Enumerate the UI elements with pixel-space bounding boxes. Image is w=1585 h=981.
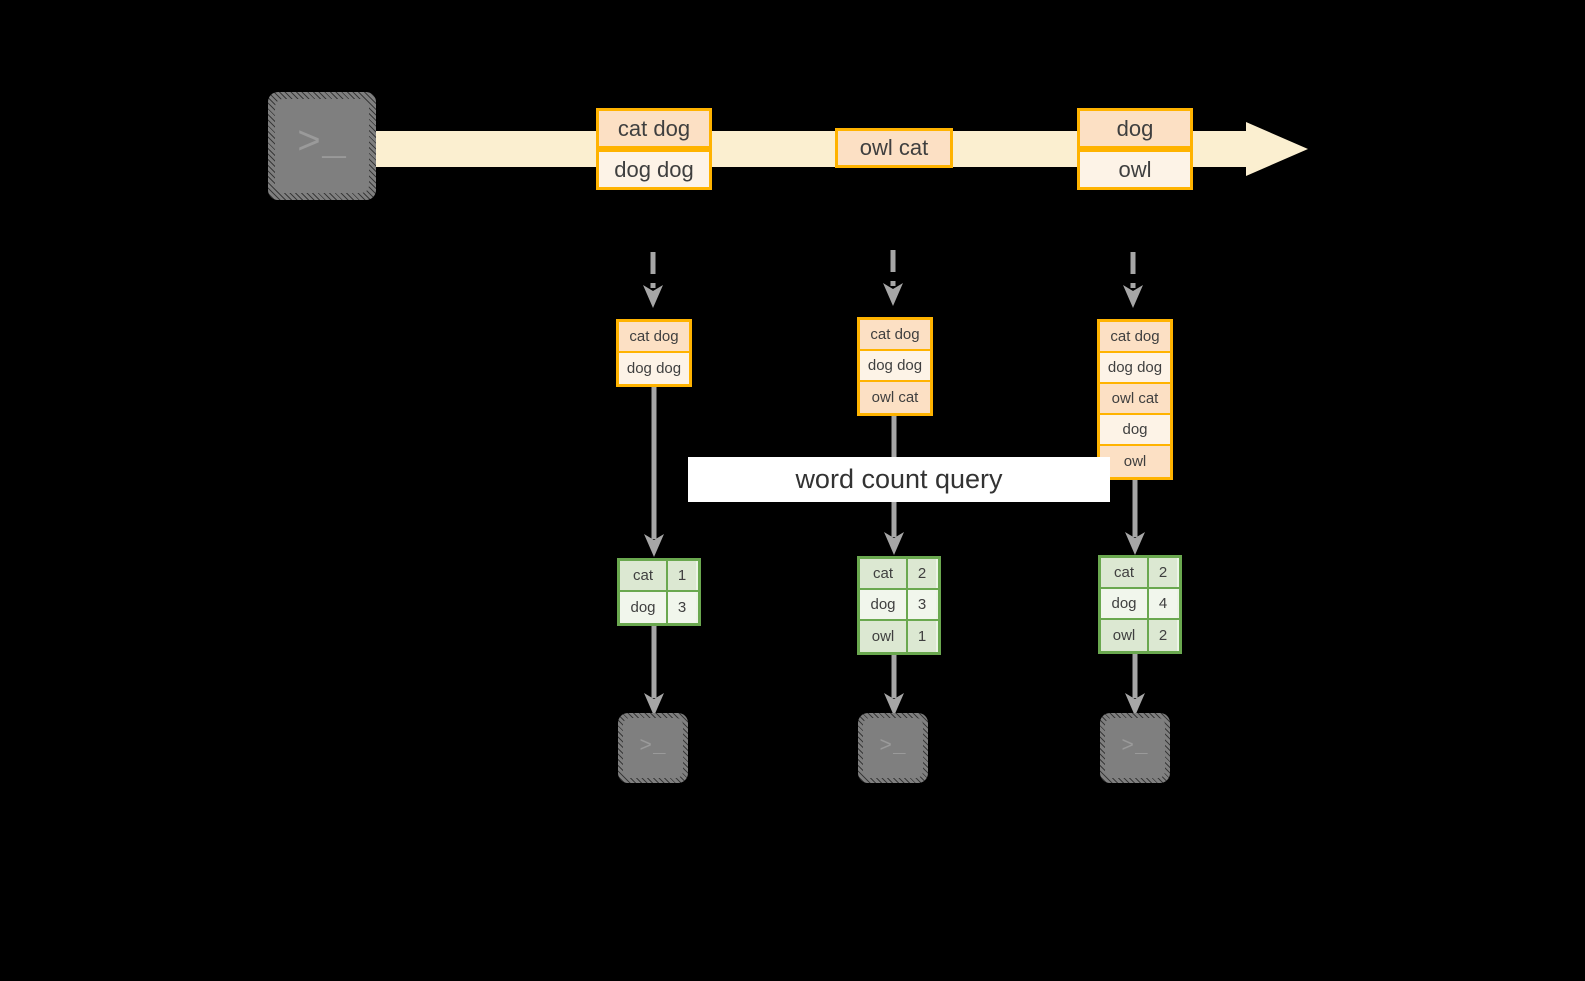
result-word-cell: owl (1101, 620, 1149, 651)
sink-terminal-icon-2[interactable]: >_ (858, 713, 928, 783)
terminal-prompt-glyph: >_ (879, 735, 907, 759)
result-word-cell: cat (620, 561, 668, 590)
dashed-arrow-down-icon-2 (881, 250, 905, 308)
table-row: dog 3 (620, 592, 698, 623)
table-row: cat 2 (860, 559, 938, 590)
snapshot-1-input-row-1: cat dog (619, 322, 689, 353)
source-terminal-icon[interactable]: >_ (268, 92, 376, 200)
query-banner: word count query (688, 457, 1110, 502)
snapshot-3-input-row-2: dog dog (1100, 353, 1170, 384)
sink-terminal-icon-1[interactable]: >_ (618, 713, 688, 783)
table-row: owl 1 (860, 621, 938, 652)
stream-record-1-line-1: cat dog (596, 108, 712, 149)
result-count-cell: 4 (1149, 589, 1177, 618)
snapshot-3-input-table: cat dog dog dog owl cat dog owl (1097, 319, 1173, 480)
terminal-screen: >_ (863, 718, 923, 778)
result-word-cell: dog (860, 590, 908, 619)
flow-arrow-down-icon-1b (643, 626, 665, 718)
flow-arrow-down-icon-3b (1124, 654, 1146, 718)
snapshot-2-result-table: cat 2 dog 3 owl 1 (857, 556, 941, 655)
snapshot-3-input-row-1: cat dog (1100, 322, 1170, 353)
snapshot-2-input-row-3: owl cat (860, 382, 930, 413)
snapshot-2-input-row-1: cat dog (860, 320, 930, 351)
flow-arrow-down-icon-1a (643, 387, 665, 559)
snapshot-3-input-row-5: owl (1100, 446, 1170, 477)
flow-arrow-down-icon-2b (883, 655, 905, 718)
table-row: cat 2 (1101, 558, 1179, 589)
snapshot-1-input-table: cat dog dog dog (616, 319, 692, 387)
dashed-arrow-down-icon-3 (1121, 252, 1145, 310)
terminal-prompt-glyph: >_ (639, 735, 667, 759)
snapshot-3-input-row-3: owl cat (1100, 384, 1170, 415)
snapshot-1-result-table: cat 1 dog 3 (617, 558, 701, 626)
result-word-cell: cat (1101, 558, 1149, 587)
result-word-cell: dog (1101, 589, 1149, 618)
terminal-screen: >_ (275, 99, 369, 193)
result-count-cell: 3 (668, 592, 696, 623)
table-row: dog 4 (1101, 589, 1179, 620)
stream-record-2-line-1: owl cat (835, 128, 953, 168)
result-count-cell: 2 (1149, 620, 1177, 651)
result-count-cell: 1 (668, 561, 696, 590)
result-word-cell: dog (620, 592, 668, 623)
result-count-cell: 1 (908, 621, 936, 652)
stream-record-3-line-1: dog (1077, 108, 1193, 149)
result-count-cell: 2 (1149, 558, 1177, 587)
sink-terminal-icon-3[interactable]: >_ (1100, 713, 1170, 783)
result-word-cell: owl (860, 621, 908, 652)
dashed-arrow-down-icon-1 (641, 252, 665, 310)
terminal-prompt-glyph: >_ (296, 121, 347, 167)
result-count-cell: 2 (908, 559, 936, 588)
terminal-screen: >_ (1105, 718, 1165, 778)
result-word-cell: cat (860, 559, 908, 588)
stream-record-1-line-2: dog dog (596, 149, 712, 190)
snapshot-3-result-table: cat 2 dog 4 owl 2 (1098, 555, 1182, 654)
result-count-cell: 3 (908, 590, 936, 619)
stream-record-3-line-2: owl (1077, 149, 1193, 190)
table-row: cat 1 (620, 561, 698, 592)
terminal-screen: >_ (623, 718, 683, 778)
table-row: owl 2 (1101, 620, 1179, 651)
snapshot-1-input-row-2: dog dog (619, 353, 689, 384)
flow-arrow-down-icon-3a (1124, 480, 1146, 557)
terminal-prompt-glyph: >_ (1121, 735, 1149, 759)
snapshot-2-input-row-2: dog dog (860, 351, 930, 382)
snapshot-2-input-table: cat dog dog dog owl cat (857, 317, 933, 416)
query-banner-label: word count query (795, 464, 1003, 494)
table-row: dog 3 (860, 590, 938, 621)
snapshot-3-input-row-4: dog (1100, 415, 1170, 446)
